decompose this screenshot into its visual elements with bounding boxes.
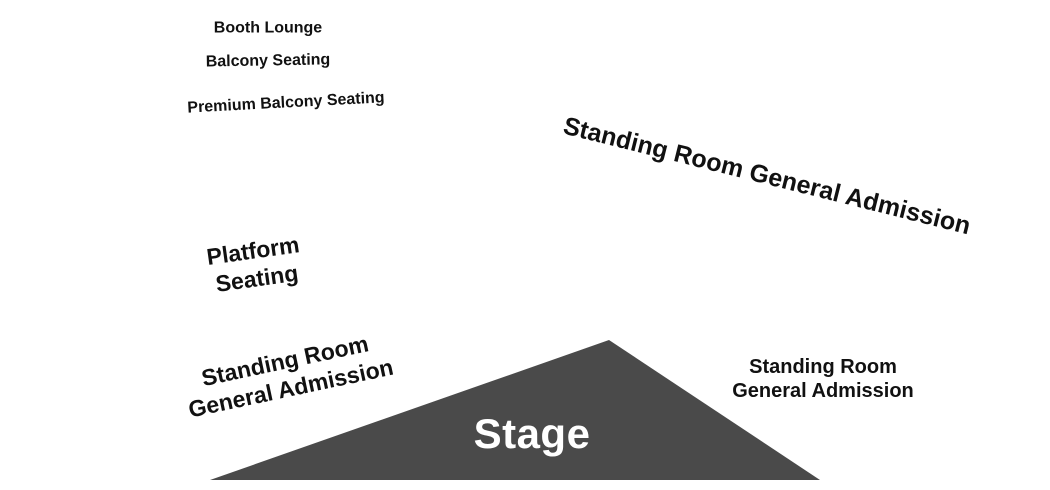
section-booth-lounge[interactable]: Booth Lounge [213, 19, 323, 37]
stage-label: Stage [473, 410, 591, 457]
stage-polygon[interactable] [210, 340, 820, 480]
section-balcony-seating[interactable]: Balcony Seating [205, 51, 331, 71]
section-standing-room-general-admission-lower-right[interactable]: Standing Room General Admission [732, 355, 914, 403]
standing-room-right-line-2: General Admission [732, 380, 914, 402]
standing-room-right-line-1: Standing Room [749, 356, 897, 378]
